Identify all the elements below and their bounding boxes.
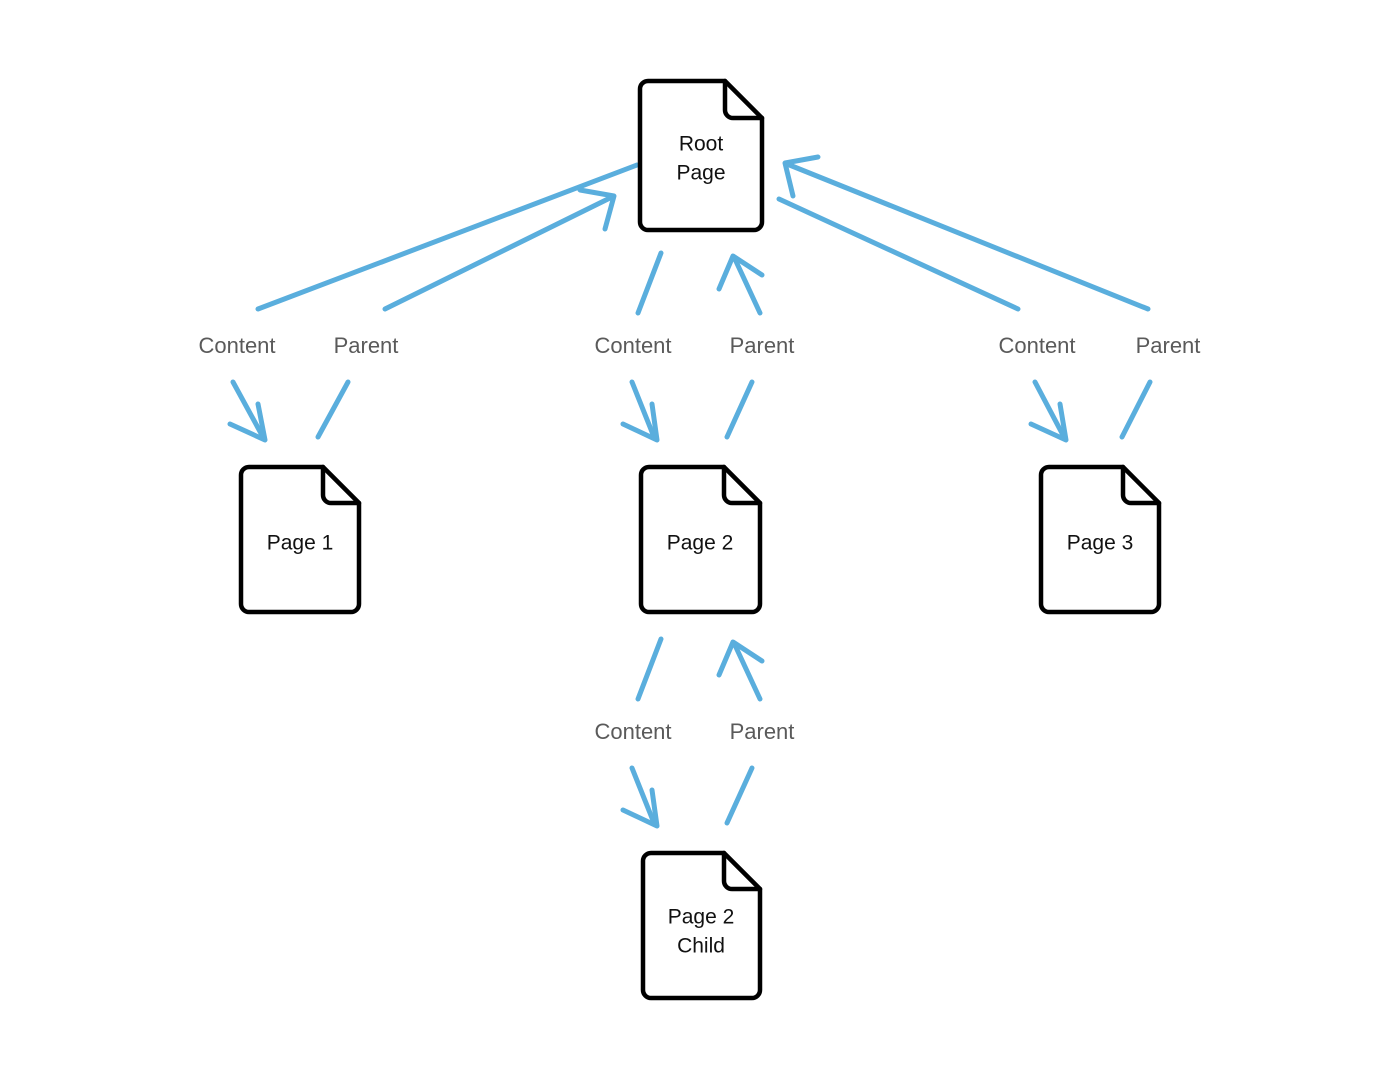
node-label-page-1: Page 1 [267,532,334,555]
node-label-page-2-child-line2: Child [677,935,725,958]
node-label-root-page-line2: Page [676,162,725,185]
page-fold-icon [320,464,362,506]
edge-label-child-parent-page2: Parent [730,719,795,744]
arrowhead-down [620,787,660,829]
edge-segment-upper [731,254,763,316]
edge-page2-content-child[interactable] [620,636,664,829]
node-label-page-2: Page 2 [667,532,734,555]
edge-label-root-content-page2: Content [594,333,671,358]
edge-segment-upper [784,161,1151,312]
edge-root-content-page1[interactable] [227,162,640,443]
node-page-1[interactable]: Page 1 [238,464,362,615]
node-page-2[interactable]: Page 2 [638,464,763,615]
edge-segment-lower [1032,379,1067,440]
arrowhead-up [716,639,765,678]
edge-label-page1-parent-root: Parent [334,333,399,358]
edge-root-content-page2[interactable] [620,250,664,443]
edge-page2-parent-root[interactable] [716,253,765,440]
edge-label-page2-content-child: Content [594,719,671,744]
edge-segment-lower [629,379,657,440]
edge-label-root-content-page1: Content [198,333,275,358]
arrowhead-down [1028,401,1069,443]
page-fold-icon [722,78,765,121]
arrowhead-down [227,401,268,443]
edge-segment-upper [731,640,763,702]
edge-segment-upper [776,196,1021,312]
edge-labels-layer: Content Parent Content Parent Content Pa… [198,333,1200,744]
edge-segment-lower [1119,379,1153,440]
edge-label-page3-parent-root: Parent [1136,333,1201,358]
arrowhead-up [716,253,765,292]
page-fold-icon [721,850,763,892]
page-fold-icon [721,464,763,506]
node-label-page-3: Page 3 [1067,532,1134,555]
edge-label-page2-parent-root: Parent [730,333,795,358]
edge-child-parent-page2[interactable] [716,639,765,826]
edge-segment-lower [230,379,266,440]
edge-label-root-content-page3: Content [998,333,1075,358]
edge-segment-upper [255,162,640,312]
node-root-page[interactable]: Root Page [637,78,765,233]
node-label-root-page-line1: Root [679,133,724,156]
edge-segment-lower [629,765,657,826]
edge-segment-upper [382,194,615,312]
edge-segment-upper [635,250,664,316]
edge-page3-parent-root[interactable] [782,154,1153,440]
edge-segment-lower [724,765,755,826]
edge-segment-lower [724,379,755,440]
edge-root-content-page3[interactable] [776,196,1069,443]
page-fold-icon [1120,464,1162,506]
edge-segment-lower [315,379,351,440]
edge-page1-parent-root[interactable] [315,187,617,440]
arrowhead-up [782,154,821,199]
node-page-3[interactable]: Page 3 [1038,464,1162,615]
edges-layer [227,154,1153,829]
node-page-2-child[interactable]: Page 2 Child [640,850,763,1001]
arrowhead-up [577,187,617,232]
arrowhead-down [620,401,660,443]
node-label-page-2-child-line1: Page 2 [668,906,735,929]
edge-segment-upper [635,636,664,702]
